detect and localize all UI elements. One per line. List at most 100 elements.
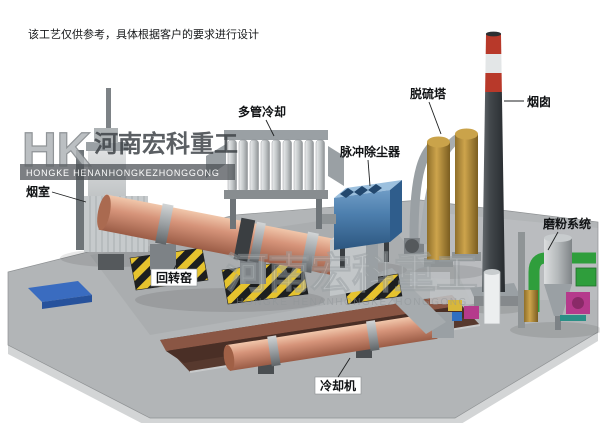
- hazard-striped-bases: [129, 244, 403, 305]
- tower-pedestal: [424, 258, 453, 267]
- support-column: [518, 232, 525, 328]
- cyclone-cone: [544, 284, 572, 316]
- pallet-front: [42, 295, 92, 309]
- top-box: [94, 128, 118, 143]
- pallet-top: [28, 281, 92, 302]
- pit-back-wall: [160, 295, 458, 351]
- small-khaki-bin: [524, 290, 538, 322]
- leader-rotary-kiln: [173, 251, 185, 270]
- collector-side: [390, 180, 402, 242]
- kiln-shell: [98, 194, 345, 277]
- cooler-tube: [271, 139, 281, 193]
- cooler-tube: [293, 139, 303, 193]
- cooler-tube: [282, 139, 292, 193]
- pulse-dust-collector: [322, 180, 424, 268]
- collector-inlet: [322, 214, 336, 224]
- label-smoke-chamber: 烟室: [26, 184, 50, 199]
- magenta-unit: [464, 306, 479, 319]
- collector-leg: [340, 242, 345, 268]
- center-watermark: 河南宏科重工 HONGKE HENANHONGKEZHONGGONG: [225, 250, 478, 309]
- tower-shell: [427, 142, 450, 260]
- cooling-machine: [223, 312, 454, 374]
- collector-hopper: [340, 188, 354, 198]
- cooler-tube: [249, 139, 259, 193]
- label-multi-tube-cooler: 多管冷却: [238, 104, 286, 119]
- ground-outline: [7, 199, 599, 419]
- watermark-en: HONGKE HENANHONGKEZHONGGONG: [236, 297, 468, 308]
- control-cabinet: [98, 254, 124, 270]
- cyclone-drop-pipe: [555, 316, 561, 330]
- leader-multi-tube-cooler: [265, 119, 275, 137]
- cooler-end-cap: [223, 344, 235, 371]
- cooler-tube: [238, 139, 248, 193]
- chimney-shaft: [482, 92, 505, 292]
- kiln-pier: [240, 258, 266, 284]
- disclaimer-text: 该工艺仅供参考，具体根据客户的要求进行设计: [28, 27, 259, 41]
- callout-labels: 烟室 多管冷却 脉冲除尘器 脱硫塔 烟囱 磨粉系统 回转窑 冷却机: [26, 86, 591, 395]
- preheater-cap: [86, 142, 128, 151]
- cooler-top-beam: [224, 130, 328, 140]
- hood-front: [330, 234, 366, 296]
- watermark-cn: 河南宏科重工: [226, 250, 478, 297]
- kiln-tyre: [249, 221, 266, 263]
- label-chimney: 烟囱: [527, 94, 551, 109]
- silo-top: [484, 269, 500, 275]
- cooler-tyre: [267, 335, 281, 367]
- leader-pulse-dust-collector: [367, 159, 371, 187]
- kiln-pier: [150, 244, 176, 270]
- cooler-right-duct: [328, 146, 344, 186]
- foundation-slab: [410, 272, 450, 286]
- chimney-rim: [485, 31, 502, 37]
- collector-front: [334, 190, 390, 250]
- cooler-leg: [316, 199, 322, 229]
- chimney-band-red: [482, 73, 505, 92]
- cyclone-body: [544, 238, 572, 284]
- rotary-kiln: [97, 194, 345, 277]
- cooler-tube: [304, 139, 314, 193]
- label-rotary-kiln: 回转窑: [156, 270, 192, 285]
- tower-dome: [455, 128, 478, 140]
- chimney-band-red-top: [482, 34, 505, 54]
- yellow-unit: [448, 300, 462, 311]
- tower-shell: [455, 134, 478, 254]
- cooler-leg: [230, 199, 236, 229]
- leader-grinding-system: [547, 231, 559, 251]
- chimney-band-white: [482, 54, 505, 73]
- multi-tube-cooler: [206, 130, 344, 229]
- blue-pallet: [28, 281, 92, 309]
- label-cooling-machine: 冷却机: [320, 378, 356, 393]
- cooler-tyre: [366, 320, 380, 352]
- white-silo: [483, 271, 501, 325]
- tower-dome: [427, 136, 450, 148]
- leader-smoke-chamber: [51, 191, 87, 203]
- label-grinding-system: 磨粉系统: [542, 216, 591, 231]
- collector-hopper: [354, 186, 368, 196]
- green-box: [575, 267, 597, 287]
- cooler-bottom-manifold: [224, 190, 328, 199]
- label-desulfurization-tower: 脱硫塔: [410, 86, 447, 101]
- mill-hub: [572, 297, 584, 309]
- tower-pedestal: [452, 252, 481, 261]
- cooler-tube: [315, 139, 325, 193]
- foundation-slab: [430, 290, 474, 304]
- tall-stack-pipe: [106, 88, 111, 152]
- collector-hopper: [368, 184, 382, 194]
- desulfurization-towers: [409, 128, 481, 267]
- cooler-tube: [260, 139, 270, 193]
- fan-wheel: [405, 239, 419, 253]
- kiln-end-cap: [97, 194, 111, 231]
- logo-banner: [20, 164, 235, 180]
- leader-desulfurization-tower: [428, 101, 442, 135]
- kiln-girth-gear: [233, 217, 256, 262]
- cyclone-top: [544, 234, 572, 242]
- logo-watermark: HK 河南宏科重工 HONGKE HENANHONGKEZHONGGONG: [20, 123, 238, 180]
- label-pulse-dust-collector: 脉冲除尘器: [339, 144, 401, 159]
- kiln-tyre: [155, 203, 174, 245]
- logo-name-cn: 河南宏科重工: [94, 130, 238, 158]
- logo-name-en: HONGKE HENANHONGKEZHONGGONG: [26, 168, 220, 178]
- collector-leg: [384, 236, 389, 262]
- grinding-system: [448, 232, 597, 330]
- kiln-tyre: [300, 231, 319, 274]
